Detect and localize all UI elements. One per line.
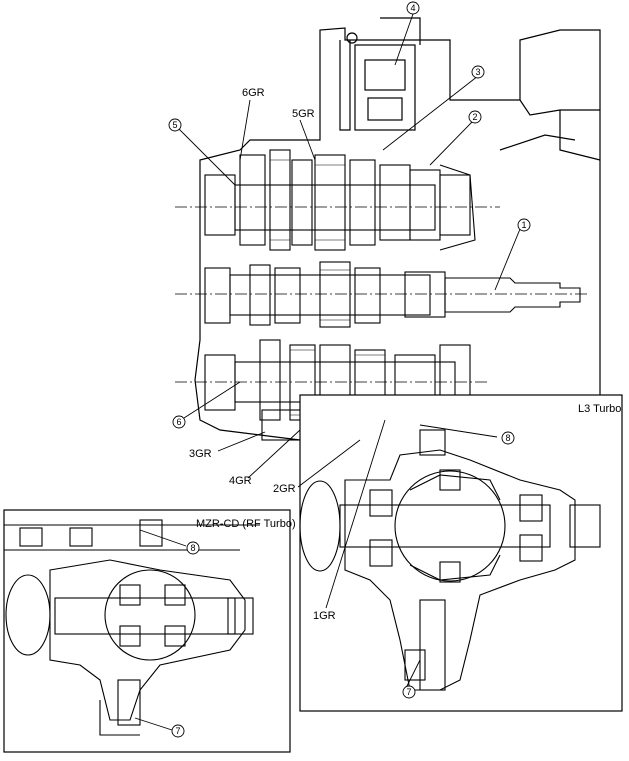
callout-8-mzr: 8 (186, 541, 200, 555)
svg-text:7: 7 (175, 726, 180, 736)
mzr-cd-label: MZR-CD (RF Turbo) (196, 518, 296, 530)
callout-2: 2 (468, 110, 482, 124)
svg-text:3: 3 (475, 67, 480, 77)
l3-turbo-label: L3 Turbo (578, 403, 621, 415)
upper-shaft-assembly (204, 149, 476, 251)
callout-8-l3: 8 (501, 431, 515, 445)
callout-1: 1 (517, 218, 531, 232)
label-4gr: 4GR (229, 475, 252, 487)
callout-4: 4 (406, 1, 420, 15)
svg-text:2: 2 (472, 112, 477, 122)
callout-7-l3: 7 (402, 685, 416, 699)
svg-text:8: 8 (505, 433, 510, 443)
callout-3: 3 (471, 65, 485, 79)
svg-text:4: 4 (410, 3, 415, 13)
label-1gr: 1GR (313, 610, 336, 622)
label-3gr: 3GR (189, 448, 212, 460)
mzr-cd-inset: MZR-CD (RF Turbo) (3, 509, 296, 753)
gear-labels: 6GR 5GR 3GR 4GR 2GR 1GR (189, 87, 336, 622)
svg-text:1: 1 (521, 220, 526, 230)
label-2gr: 2GR (273, 483, 296, 495)
svg-text:8: 8 (190, 543, 195, 553)
svg-text:5: 5 (172, 120, 177, 130)
l3-turbo-inset: L3 Turbo (299, 394, 623, 712)
svg-text:7: 7 (406, 687, 411, 697)
callout-7-mzr: 7 (171, 724, 185, 738)
callout-5: 5 (168, 118, 182, 132)
input-shaft (204, 261, 581, 328)
svg-text:6: 6 (176, 417, 181, 427)
label-6gr: 6GR (242, 87, 265, 99)
gear-details (270, 159, 385, 416)
callouts: 4 3 2 1 5 6 8 7 (168, 1, 531, 738)
leader-lines (134, 13, 521, 731)
label-5gr: 5GR (292, 108, 315, 120)
callout-6: 6 (172, 415, 186, 429)
